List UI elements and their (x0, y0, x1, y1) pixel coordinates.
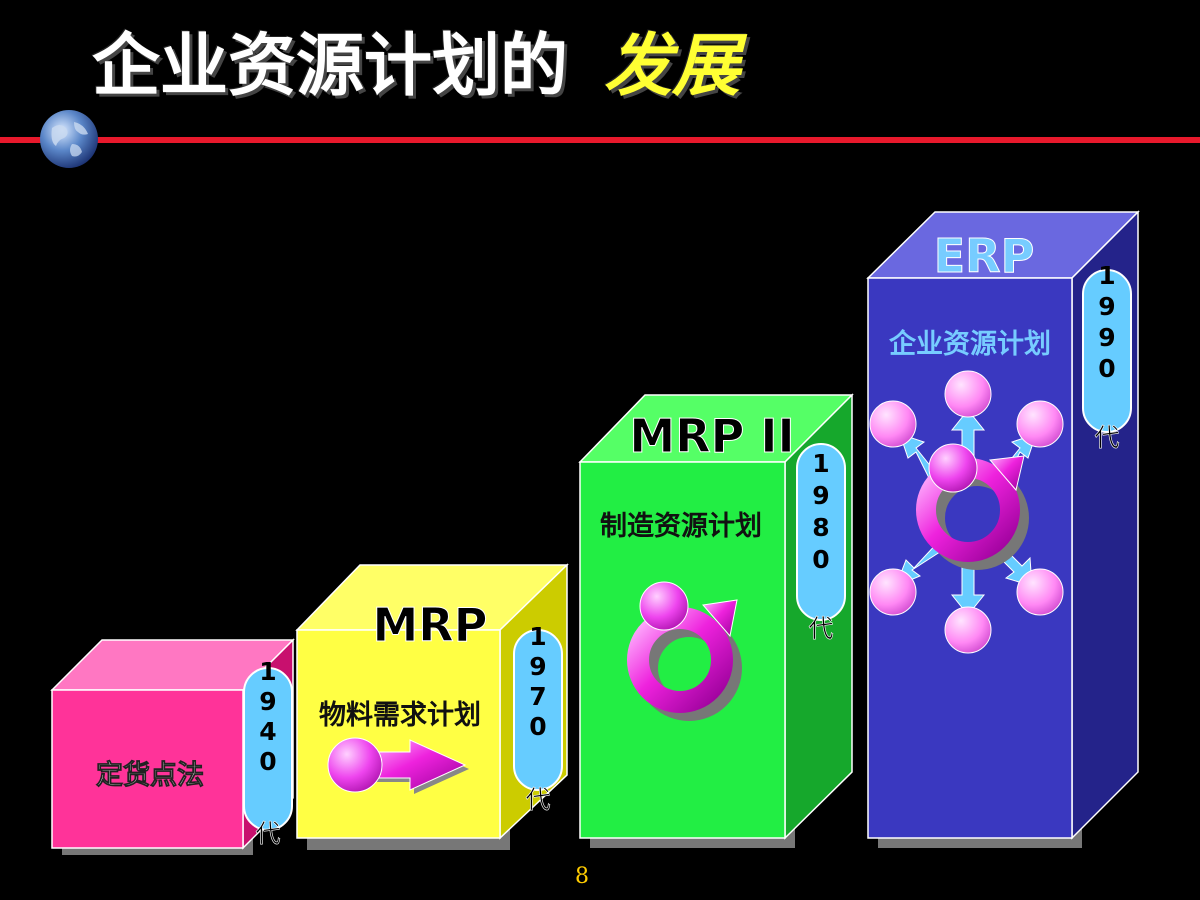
stage-heading: MRP (373, 598, 488, 652)
era-digit: 0 (812, 545, 829, 574)
era-digit: 9 (259, 687, 276, 716)
slide-title: 企业资源计划的发展 (92, 22, 740, 112)
title-highlight: 发展 (604, 27, 741, 106)
era-suffix: 代 (525, 785, 550, 814)
stage-label: 定货点法 (96, 759, 204, 791)
cycle-icon (627, 581, 742, 721)
stage-label: 制造资源计划 (600, 511, 762, 542)
hub-icon (869, 370, 1064, 654)
stage-label: 企业资源计划 (889, 328, 1051, 360)
era-digit: 1 (1098, 261, 1115, 290)
globe-icon (40, 110, 98, 168)
era-digit: 9 (812, 481, 829, 510)
era-digit: 0 (529, 712, 546, 741)
title-rule (0, 137, 1200, 143)
stage-heading: MRP II (629, 409, 794, 463)
stage-box-1990s: ERP 企业资源计划 (866, 210, 1140, 848)
era-digit: 0 (259, 747, 276, 776)
era-digit: 7 (529, 682, 546, 711)
arrow-icon (327, 737, 469, 794)
era-digit: 1 (529, 622, 546, 651)
era-digit: 8 (812, 513, 829, 542)
title-main: 企业资源计划的 (92, 27, 569, 106)
era-digit: 9 (1098, 323, 1115, 352)
era-digit: 9 (529, 652, 546, 681)
stage-box-1970s: MRP 物料需求计划 (295, 563, 569, 850)
era-digit: 4 (259, 717, 276, 746)
stage-heading: ERP (934, 229, 1035, 283)
era-suffix: 代 (1094, 423, 1119, 452)
era-digit: 9 (1098, 292, 1115, 321)
era-suffix: 代 (808, 614, 833, 643)
box-front-face (296, 629, 501, 839)
era-suffix: 代 (255, 819, 280, 848)
era-digit: 1 (259, 657, 276, 686)
stage-label: 物料需求计划 (319, 700, 481, 731)
page-number: 8 (575, 864, 589, 889)
box-front-face (579, 461, 786, 839)
era-digit: 0 (1098, 354, 1115, 383)
era-digit: 1 (812, 449, 829, 478)
